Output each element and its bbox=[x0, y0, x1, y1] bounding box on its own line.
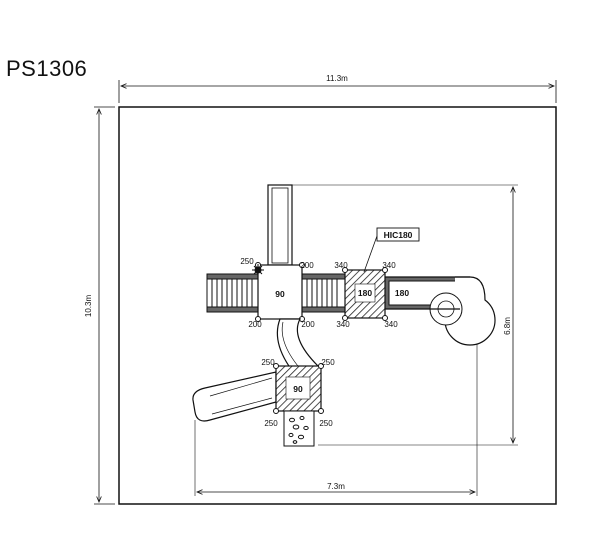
model-title: PS1306 bbox=[6, 56, 88, 81]
spiral-slide bbox=[384, 276, 496, 346]
slide-size: 180 bbox=[395, 288, 409, 298]
hic-deck-size: 180 bbox=[358, 288, 372, 298]
height-label: 250 bbox=[264, 419, 278, 428]
height-label: 250 bbox=[240, 257, 254, 266]
climbing-wall bbox=[283, 410, 315, 447]
equipment-width-label: 7.3m bbox=[327, 482, 345, 491]
overall-height-dimension: 10.3m bbox=[84, 106, 115, 505]
overall-height-label: 10.3m bbox=[84, 295, 93, 318]
height-label: 200 bbox=[248, 320, 262, 329]
height-label: 340 bbox=[382, 261, 396, 270]
height-label: 250 bbox=[321, 358, 335, 367]
lower-deck: 90 bbox=[273, 363, 324, 414]
equipment-height-label: 6.8m bbox=[503, 317, 512, 335]
height-label: 250 bbox=[319, 419, 333, 428]
height-label: 340 bbox=[336, 320, 350, 329]
safety-area-outline bbox=[118, 106, 557, 505]
overall-width-dimension: 11.3m bbox=[118, 74, 557, 103]
height-label: 250 bbox=[261, 358, 275, 367]
left-ladder bbox=[206, 273, 259, 313]
lower-slide bbox=[192, 371, 277, 422]
post-height-labels: 250 200 200 200 340 340 340 340 250 250 … bbox=[240, 257, 398, 428]
height-label: 340 bbox=[334, 261, 348, 270]
overall-width-label: 11.3m bbox=[326, 74, 348, 83]
upper-deck: 90 bbox=[255, 262, 305, 322]
height-label: 340 bbox=[384, 320, 398, 329]
lower-deck-size: 90 bbox=[293, 384, 303, 394]
equipment-height-dimension: 6.8m bbox=[503, 187, 513, 443]
height-label: 200 bbox=[301, 320, 315, 329]
sun-icon bbox=[252, 264, 264, 276]
equipment-width-dimension: 7.3m bbox=[197, 482, 475, 492]
hic-callout: HIC180 bbox=[363, 227, 420, 273]
hic-label: HIC180 bbox=[384, 230, 413, 240]
height-label: 200 bbox=[300, 261, 314, 270]
hic-deck: 180 bbox=[342, 267, 388, 321]
connecting-bridge bbox=[301, 273, 346, 313]
top-slide bbox=[267, 184, 293, 266]
upper-deck-size: 90 bbox=[275, 289, 285, 299]
